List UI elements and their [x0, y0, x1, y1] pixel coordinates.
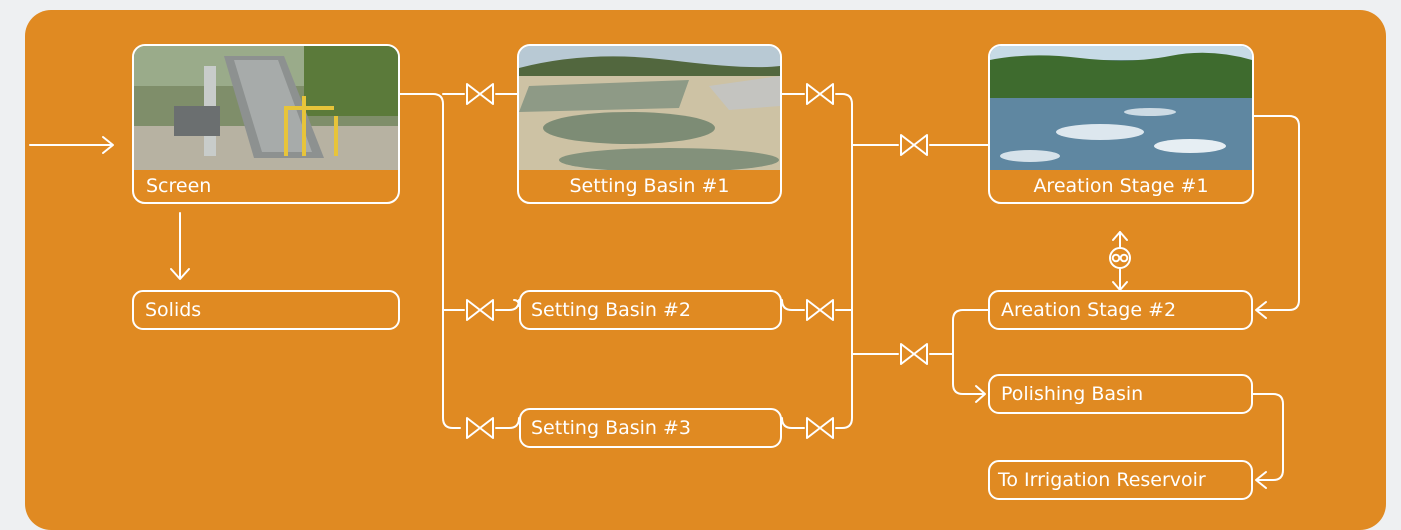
aeration-2-box[interactable]: Areation Stage #2: [988, 290, 1253, 330]
valve-icon: [900, 343, 928, 365]
pump-icon: [1109, 231, 1131, 291]
setting-basin-3-box[interactable]: Setting Basin #3: [519, 408, 782, 448]
valve-icon: [466, 417, 494, 439]
aeration-1-card[interactable]: Areation Stage #1: [988, 44, 1254, 204]
screen-card[interactable]: Screen: [132, 44, 400, 204]
polishing-basin-box[interactable]: Polishing Basin: [988, 374, 1253, 414]
solids-box[interactable]: Solids: [132, 290, 400, 330]
solids-arrow: [170, 212, 190, 280]
valve-icon: [806, 299, 834, 321]
return-arrow: [1252, 115, 1300, 319]
aeration-lagoon-photo: [990, 46, 1252, 172]
outlet-arrow: [1252, 393, 1284, 489]
screen-label: Screen: [134, 170, 398, 202]
setting-basin-2-box[interactable]: Setting Basin #2: [519, 290, 782, 330]
setting-basin-1-label: Setting Basin #1: [519, 170, 780, 202]
aeration-1-label: Areation Stage #1: [990, 170, 1252, 202]
settling-ponds-photo: [519, 46, 780, 172]
screen-outlet-line: [399, 93, 461, 429]
inlet-arrow: [29, 136, 114, 154]
valve-icon: [806, 83, 834, 105]
screen-machinery-photo: [134, 46, 398, 172]
valve-icon: [900, 134, 928, 156]
valve-icon: [806, 417, 834, 439]
valve-icon: [466, 299, 494, 321]
irrigation-reservoir-box[interactable]: To Irrigation Reservoir: [988, 460, 1253, 500]
valve-icon: [466, 83, 494, 105]
setting-basin-1-card[interactable]: Setting Basin #1: [517, 44, 782, 204]
